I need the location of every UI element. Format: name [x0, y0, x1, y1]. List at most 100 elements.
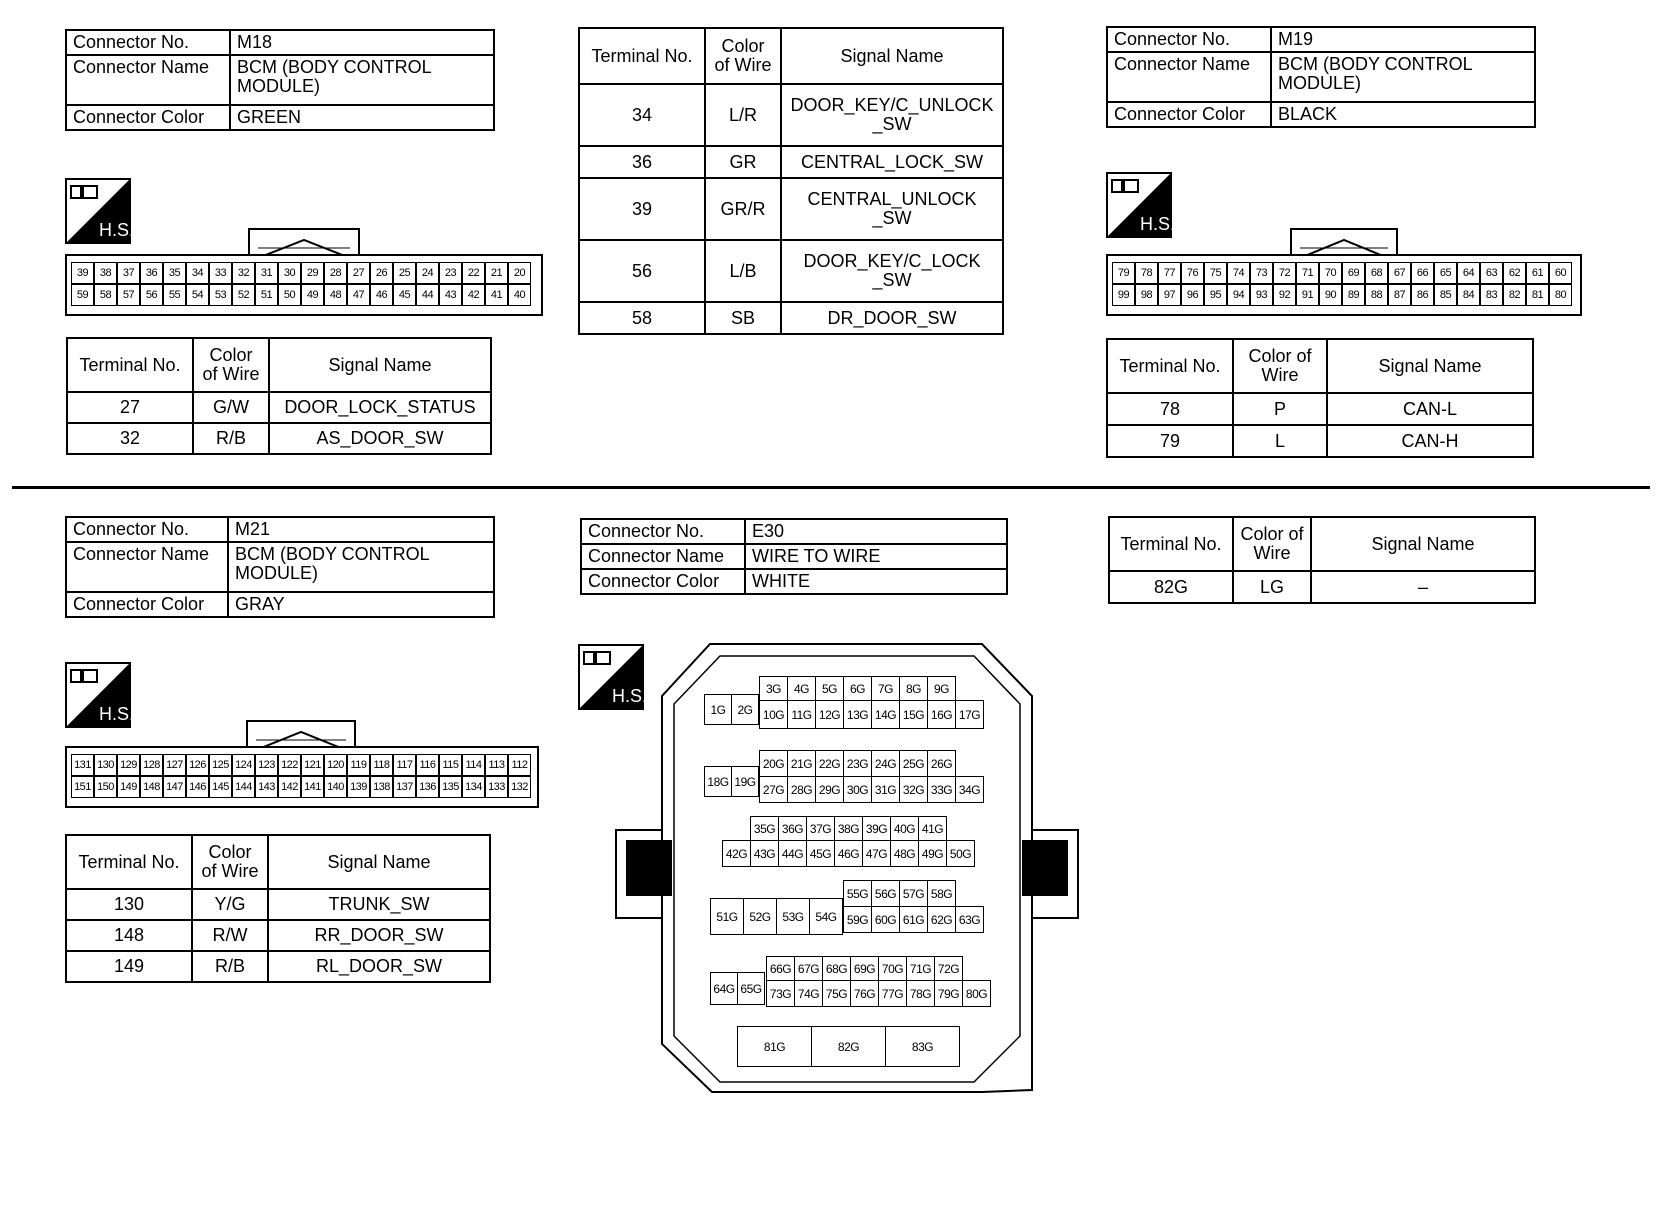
e30-pin-cavity: 32G: [899, 776, 928, 803]
pin-cavity: 81: [1526, 284, 1549, 306]
connector-no-value: M19: [1270, 26, 1536, 53]
pin-cavity: 151: [71, 776, 94, 798]
pin-cavity: 27: [347, 262, 370, 284]
e30-pin-cavity: 42G: [722, 840, 751, 867]
e30-pin-cavity: 60G: [871, 906, 900, 933]
wire-color: L/B: [704, 239, 782, 303]
pin-cavity: 20: [508, 262, 531, 284]
signal-name: –: [1310, 570, 1536, 604]
wire-color-header: Color of Wire: [704, 27, 782, 85]
connector-name-value: BCM (BODY CONTROL MODULE): [229, 54, 495, 106]
terminal-no: 148: [65, 919, 193, 952]
pin-cavity: 43: [439, 284, 462, 306]
signal-name: DOOR_KEY/C_LOCK _SW: [780, 239, 1004, 303]
pin-cavity: 128: [140, 754, 163, 776]
terminal-no-header: Terminal No.: [1106, 338, 1234, 394]
e30-connector-body: [615, 643, 1079, 1093]
pin-cavity: 39: [71, 262, 94, 284]
pin-cavity: 78: [1135, 262, 1158, 284]
e30-pin-cavity: 36G: [778, 816, 807, 841]
e30-pin-cavity: 16G: [927, 700, 956, 729]
terminal-no: 56: [578, 239, 706, 303]
pin-cavity: 41: [485, 284, 508, 306]
e30-pin-cavity: 31G: [871, 776, 900, 803]
pin-cavity: 117: [393, 754, 416, 776]
e30-pin-cavity: 6G: [843, 676, 872, 701]
pin-cavity: 84: [1457, 284, 1480, 306]
connector-no-label: Connector No.: [65, 29, 231, 56]
pin-cavity: 114: [462, 754, 485, 776]
hs-label: H.S.: [1140, 214, 1172, 234]
hs-label: H.S.: [99, 704, 131, 724]
pin-cavity: 119: [347, 754, 370, 776]
connector-name-value: BCM (BODY CONTROL MODULE): [1270, 51, 1536, 103]
e30-pin-cavity: 15G: [899, 700, 928, 729]
pin-cavity: 40: [508, 284, 531, 306]
e30-pin-cavity: 41G: [918, 816, 947, 841]
e30-pin-cavity: 12G: [815, 700, 844, 729]
e30-pin-cavity: 58G: [927, 880, 956, 907]
connector-color-label: Connector Color: [580, 568, 746, 595]
connector-color-label: Connector Color: [65, 591, 229, 618]
e30-pin-cavity: 52G: [743, 898, 777, 935]
connector-name-label: Connector Name: [1106, 51, 1272, 103]
wire-color: R/B: [191, 950, 269, 983]
pin-cavity: 30: [278, 262, 301, 284]
pin-cavity: 97: [1158, 284, 1181, 306]
e30-pin-cavity: 61G: [899, 906, 928, 933]
e30-pin-cavity: 81G: [737, 1026, 812, 1067]
e30-pin-cavity: 48G: [890, 840, 919, 867]
terminal-no: 79: [1106, 424, 1234, 458]
wire-color-header: Color of Wire: [1232, 338, 1328, 394]
pin-cavity: 48: [324, 284, 347, 306]
connector-no-label: Connector No.: [580, 518, 746, 545]
e30-pin-cavity: 59G: [843, 906, 872, 933]
m19-info-table: Connector No. M19 Connector Name BCM (BO…: [1106, 26, 1536, 128]
connector-no-label: Connector No.: [65, 516, 229, 543]
pin-cavity: 54: [186, 284, 209, 306]
e30-pin-cavity: 17G: [955, 700, 984, 729]
signal-name: CENTRAL_LOCK_SW: [780, 145, 1004, 179]
connector-name-value: WIRE TO WIRE: [744, 543, 1008, 570]
e30-pin-cavity: 8G: [899, 676, 928, 701]
pin-cavity: 23: [439, 262, 462, 284]
pin-cavity: 123: [255, 754, 278, 776]
connector-color-value: BLACK: [1270, 101, 1536, 128]
e30-pin-cavity: 10G: [759, 700, 788, 729]
pin-cavity: 124: [232, 754, 255, 776]
signal-name-header: Signal Name: [780, 27, 1004, 85]
e30-pin-cavity: 14G: [871, 700, 900, 729]
e30-pin-cavity: 66G: [766, 956, 795, 981]
pin-cavity: 116: [416, 754, 439, 776]
pin-cavity: 115: [439, 754, 462, 776]
e30-pin-cavity: 1G: [704, 694, 732, 725]
pin-cavity: 132: [508, 776, 531, 798]
pin-cavity: 122: [278, 754, 301, 776]
wire-color-header: Color of Wire: [192, 337, 270, 393]
pin-cavity: 120: [324, 754, 347, 776]
pin-cavity: 86: [1411, 284, 1434, 306]
pin-cavity: 127: [163, 754, 186, 776]
pin-cavity: 34: [186, 262, 209, 284]
pin-cavity: 147: [163, 776, 186, 798]
wire-color-header: Color of Wire: [191, 834, 269, 890]
e30-pin-cavity: 39G: [862, 816, 891, 841]
pin-cavity: 136: [416, 776, 439, 798]
signal-name-header: Signal Name: [268, 337, 492, 393]
pin-cavity: 121: [301, 754, 324, 776]
signal-name: RR_DOOR_SW: [267, 919, 491, 952]
pin-cavity: 47: [347, 284, 370, 306]
pin-cavity: 57: [117, 284, 140, 306]
pin-cavity: 89: [1342, 284, 1365, 306]
e30-pin-cavity: 80G: [962, 980, 991, 1007]
pin-cavity: 26: [370, 262, 393, 284]
wire-color: L: [1232, 424, 1328, 458]
connector-color-value: WHITE: [744, 568, 1008, 595]
e30-pin-cavity: 56G: [871, 880, 900, 907]
e30-pin-cavity: 78G: [906, 980, 935, 1007]
pin-cavity: 141: [301, 776, 324, 798]
e30-pin-cavity: 19G: [731, 766, 759, 797]
connector-name-label: Connector Name: [65, 541, 229, 593]
m18-connector-latch: [248, 228, 360, 259]
e30-pin-cavity: 24G: [871, 750, 900, 777]
